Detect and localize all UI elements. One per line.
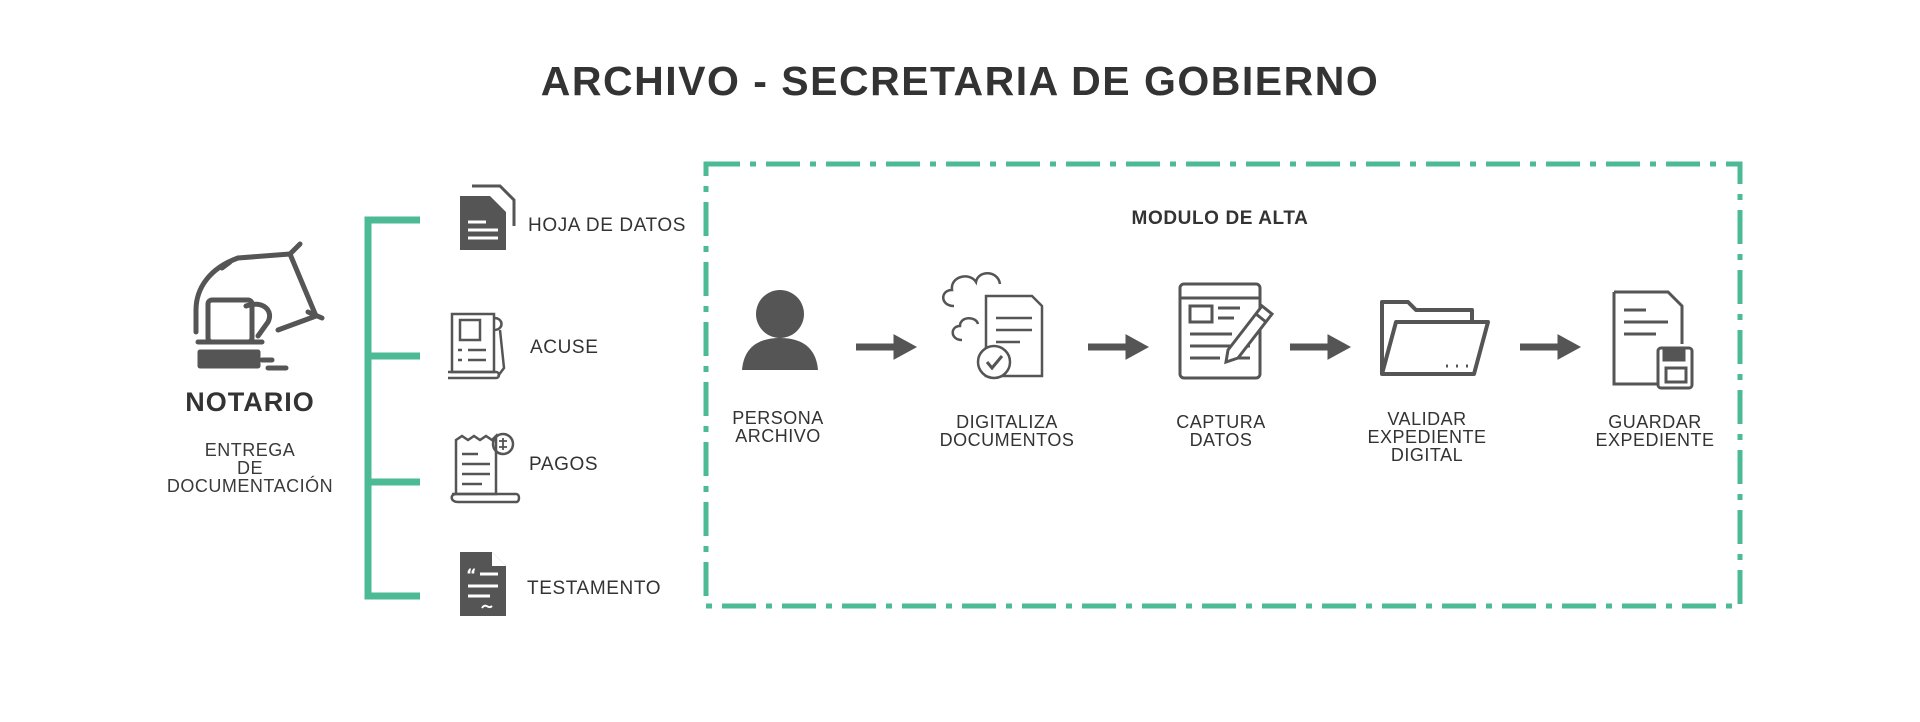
document-label-acuse: ACUSE xyxy=(530,337,599,358)
document-save-icon xyxy=(1612,290,1694,390)
arrow-1 xyxy=(856,334,918,360)
arrow-4 xyxy=(1520,334,1582,360)
module-title: MODULO DE ALTA xyxy=(1131,208,1309,229)
notary-stamp-icon xyxy=(193,241,325,371)
diagram-title: ARCHIVO - SECRETARIA DE GOBIERNO xyxy=(540,58,1380,104)
module-box xyxy=(703,161,1743,609)
receipt-acknowledgment-icon xyxy=(448,312,506,380)
arrow-2 xyxy=(1088,334,1150,360)
step-label-digitaliza-documentos: DIGITALIZA DOCUMENTOS xyxy=(939,412,1075,450)
payment-receipt-icon xyxy=(450,432,521,504)
notario-subtitle: ENTREGA DE DOCUMENTACIÓN xyxy=(166,440,334,496)
document-label-pagos: PAGOS xyxy=(529,454,599,475)
document-bracket xyxy=(364,216,420,600)
signed-document-icon: “ xyxy=(460,552,506,616)
step-label-captura-datos: CAPTURA DATOS xyxy=(1176,412,1266,450)
data-sheet-icon xyxy=(460,184,516,250)
svg-text:“: “ xyxy=(466,565,477,584)
arrow-3 xyxy=(1290,334,1352,360)
person-icon xyxy=(742,290,818,370)
document-label-testamento: TESTAMENTO xyxy=(527,578,662,599)
step-label-guardar-expediente: GUARDAR EXPEDIENTE xyxy=(1595,412,1715,450)
open-folder-icon xyxy=(1380,300,1490,376)
cloud-document-check-icon xyxy=(942,272,1044,380)
document-label-hoja-de-datos: HOJA DE DATOS xyxy=(528,215,687,236)
browser-pencil-icon xyxy=(1178,282,1275,380)
flow-arrows xyxy=(856,334,1582,360)
step-label-persona-archivo: PERSONA ARCHIVO xyxy=(732,408,824,446)
step-label-validar-expediente: VALIDAR EXPEDIENTE DIGITAL xyxy=(1367,409,1487,465)
notario-title: NOTARIO xyxy=(185,387,315,417)
